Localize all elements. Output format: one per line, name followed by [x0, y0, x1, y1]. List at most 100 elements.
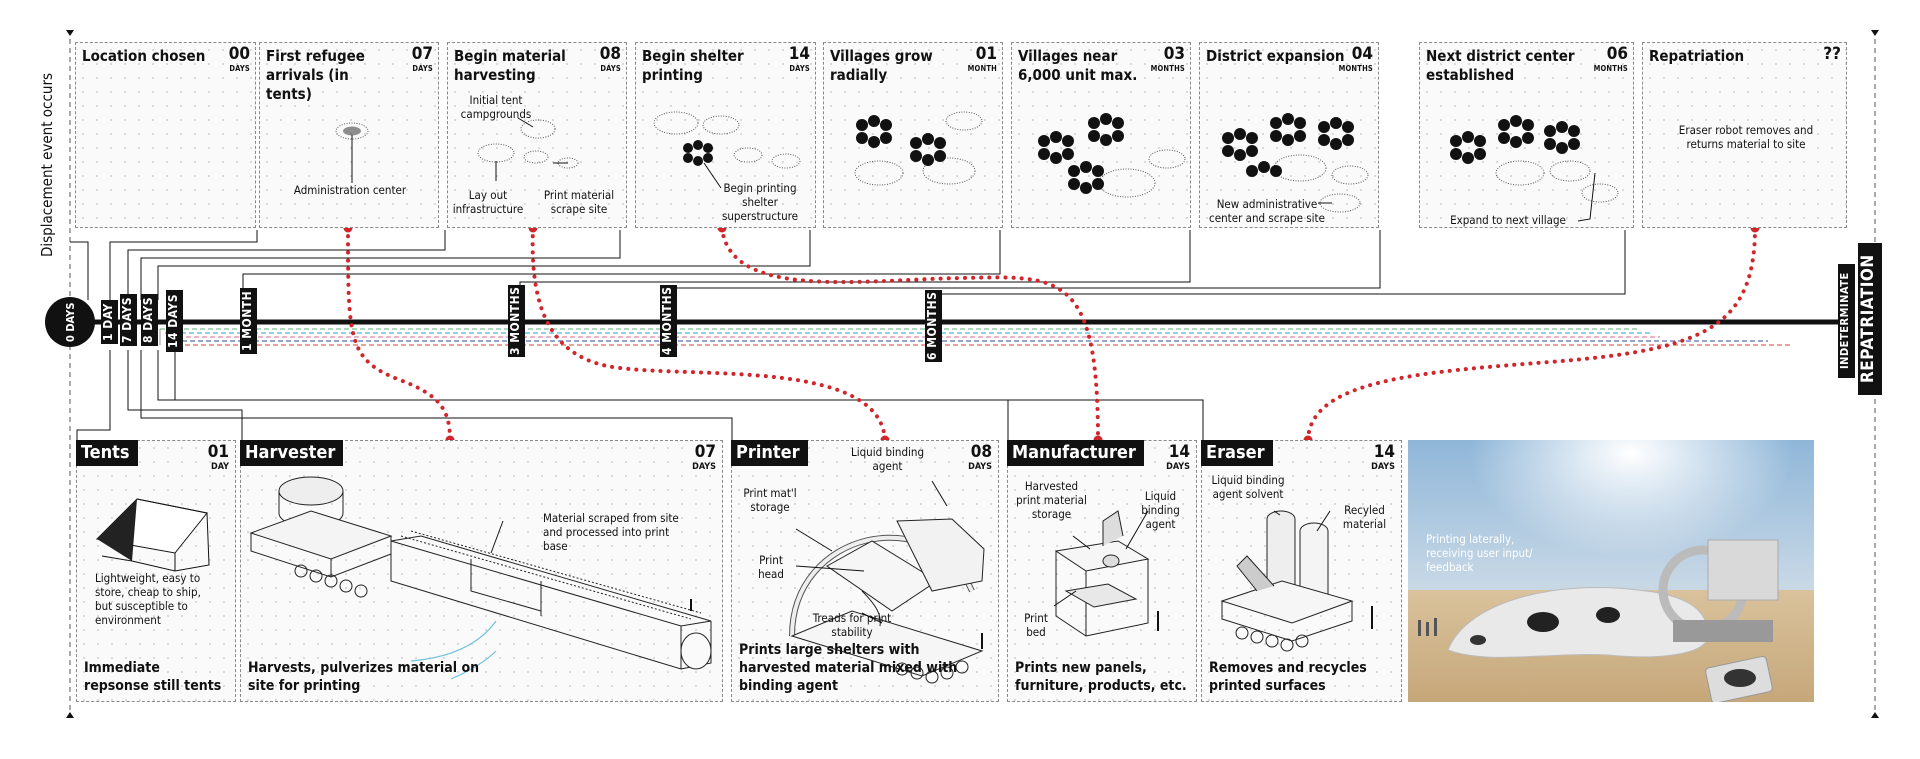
machine-manufacturer: Manufacturer 14 DAYS Harvested print mat… [1007, 440, 1197, 702]
phase-num: 04 [1351, 44, 1373, 64]
milestone-14-days: 14 DAYS [166, 290, 183, 352]
eraser-robot-note: Eraser robot removes and returns materia… [1678, 123, 1814, 151]
recycled-note: Recyled material [1342, 503, 1387, 531]
machine-unit: DAYS [692, 462, 716, 472]
machine-unit: DAYS [968, 462, 992, 472]
photo-caption: Printing laterally, receiving user input… [1426, 532, 1533, 574]
administration-center-note: Administration center [293, 183, 407, 197]
machine-desc: Immediate repsonse still tents [84, 660, 222, 694]
phase-unit: DAYS [789, 64, 810, 73]
milestone-1-day: 1 DAY [101, 300, 118, 344]
new-administrative-center-note: New administrative center and scrape sit… [1209, 197, 1325, 225]
phase-title: Location chosen [82, 47, 206, 65]
machine-unit: DAYS [1166, 462, 1190, 472]
phase-unit: DAYS [412, 64, 433, 73]
phase-unit: DAYS [229, 64, 250, 73]
manufacturer-graphic [1053, 510, 1159, 637]
phase-next-district-center: Next district center established 06 MONT… [1419, 42, 1634, 228]
liquid-binding-2-note: Liquid binding agent [1141, 489, 1180, 531]
route-harvester-printer [530, 226, 887, 442]
phase-title: Begin shelter printing [642, 47, 744, 84]
route-repatriation-eraser [1306, 226, 1757, 442]
phase-title: Repatriation [1649, 47, 1745, 65]
machine-tents: Tents 01 DAY Lightweight, easy to store,… [76, 440, 236, 702]
phase-unit: MONTHS [1593, 64, 1628, 73]
print-head-note: Print head [758, 553, 784, 581]
liquid-binding-note: Liquid binding agent [850, 445, 925, 473]
machine-harvester: Harvester 07 DAYS [240, 440, 723, 702]
phase-num: 01 [975, 44, 997, 64]
tent-cluster-graphic [335, 122, 369, 183]
milestone-4-months: 4 MONTHS [660, 285, 677, 357]
machine-desc: Prints new panels, furniture, products, … [1015, 660, 1187, 694]
print-storage-note: Print mat'l storage [743, 486, 797, 514]
material-scraped-note: Material scraped from site and processed… [543, 511, 679, 553]
phase-num: 07 [411, 44, 433, 64]
machine-title: Tents [76, 440, 138, 466]
expand-to-next-village-note: Expand to next village [1450, 213, 1566, 227]
phase-repatriation: Repatriation ?? Eraser robot removes and… [1642, 42, 1847, 228]
machine-num: 14 [1373, 442, 1395, 462]
harvested-storage-note: Harvested print material storage [1016, 479, 1087, 521]
machine-num: 08 [970, 442, 992, 462]
milestone-indeterminate: INDETERMINATE [1838, 264, 1855, 378]
initial-tent-campgrounds-note: Initial tent campgrounds [460, 93, 532, 121]
treads-note: Treads for print stability [812, 611, 892, 639]
phase-num: 14 [788, 44, 810, 64]
phase-villages-near-max: Villages near 6,000 unit max. 03 MONTHS [1011, 42, 1191, 228]
machine-printer: Printer 08 DAYS Liquid binding agen [731, 440, 999, 702]
villages-graphic [854, 111, 983, 186]
route-printer-manufacturer [720, 226, 1100, 442]
machine-num: 01 [207, 442, 229, 462]
phase-title: Villages grow radially [830, 47, 933, 84]
phase-unit: MONTH [967, 64, 997, 73]
phase-num: 08 [599, 44, 621, 64]
machine-desc: Prints large shelters with harvested mat… [739, 642, 958, 694]
harvester-graphic [249, 476, 712, 680]
phase-begin-material-harvesting: Begin material harvesting 08 DAYS Initia… [447, 42, 627, 228]
villages-max-graphic [1038, 113, 1186, 198]
start-circle [45, 297, 95, 347]
phase-district-expansion: District expansion 04 MONTHS New adminis… [1199, 42, 1379, 228]
phase-unit: MONTHS [1338, 64, 1373, 73]
print-material-scrape-site-note: Print material scrape site [543, 188, 615, 216]
machine-title: Manufacturer [1007, 440, 1144, 466]
solvent-note: Liquid binding agent solvent [1211, 473, 1285, 501]
shelter-printing-render: Printing laterally, receiving user input… [1408, 440, 1814, 702]
machine-desc: Harvests, pulverizes material on site fo… [248, 660, 480, 694]
phase-num: 06 [1606, 44, 1628, 64]
milestone-1-month: 1 MONTH [240, 288, 257, 354]
phase-title: Next district center established [1426, 47, 1575, 84]
tent-icon [95, 498, 210, 572]
route-tents-harvester [346, 226, 452, 442]
tents-note: Lightweight, easy to store, cheap to shi… [95, 571, 201, 627]
phase-title: District expansion [1206, 47, 1345, 65]
render-illustration [1408, 440, 1814, 702]
phase-begin-shelter-printing: Begin shelter printing 14 DAYS Begin pri… [635, 42, 816, 228]
phase-title: First refugee arrivals (in tents) [266, 47, 365, 103]
shelter-printing-graphic [653, 111, 801, 189]
machine-eraser: Eraser 14 DAYS Liquid binding agent solv… [1201, 440, 1402, 702]
begin-printing-shelter-note: Begin printing shelter superstructure [721, 181, 799, 223]
phase-num: ?? [1823, 44, 1841, 64]
printer-graphic [789, 480, 985, 684]
repatriation-label: REPATRIATION [1858, 243, 1882, 395]
machine-desc: Removes and recycles printed surfaces [1209, 660, 1367, 694]
machine-unit: DAYS [1371, 462, 1395, 472]
phase-title: Villages near 6,000 unit max. [1018, 47, 1138, 84]
district-expansion-graphic [1222, 113, 1369, 213]
milestone-6-months: 6 MONTHS [925, 290, 942, 362]
phase-unit: MONTHS [1150, 64, 1185, 73]
phase-num: 00 [228, 44, 250, 64]
phase-title: Begin material harvesting [454, 47, 566, 84]
phase-unit: DAYS [600, 64, 621, 73]
machine-title: Printer [731, 440, 808, 466]
machine-num: 14 [1168, 442, 1190, 462]
machine-unit: DAY [211, 462, 229, 472]
machine-title: Harvester [240, 440, 344, 466]
phase-villages-grow-radially: Villages grow radially 01 MONTH [823, 42, 1003, 228]
next-district-graphic [1450, 115, 1619, 222]
print-bed-note: Print bed [1024, 611, 1048, 639]
machine-title: Eraser [1201, 440, 1273, 466]
